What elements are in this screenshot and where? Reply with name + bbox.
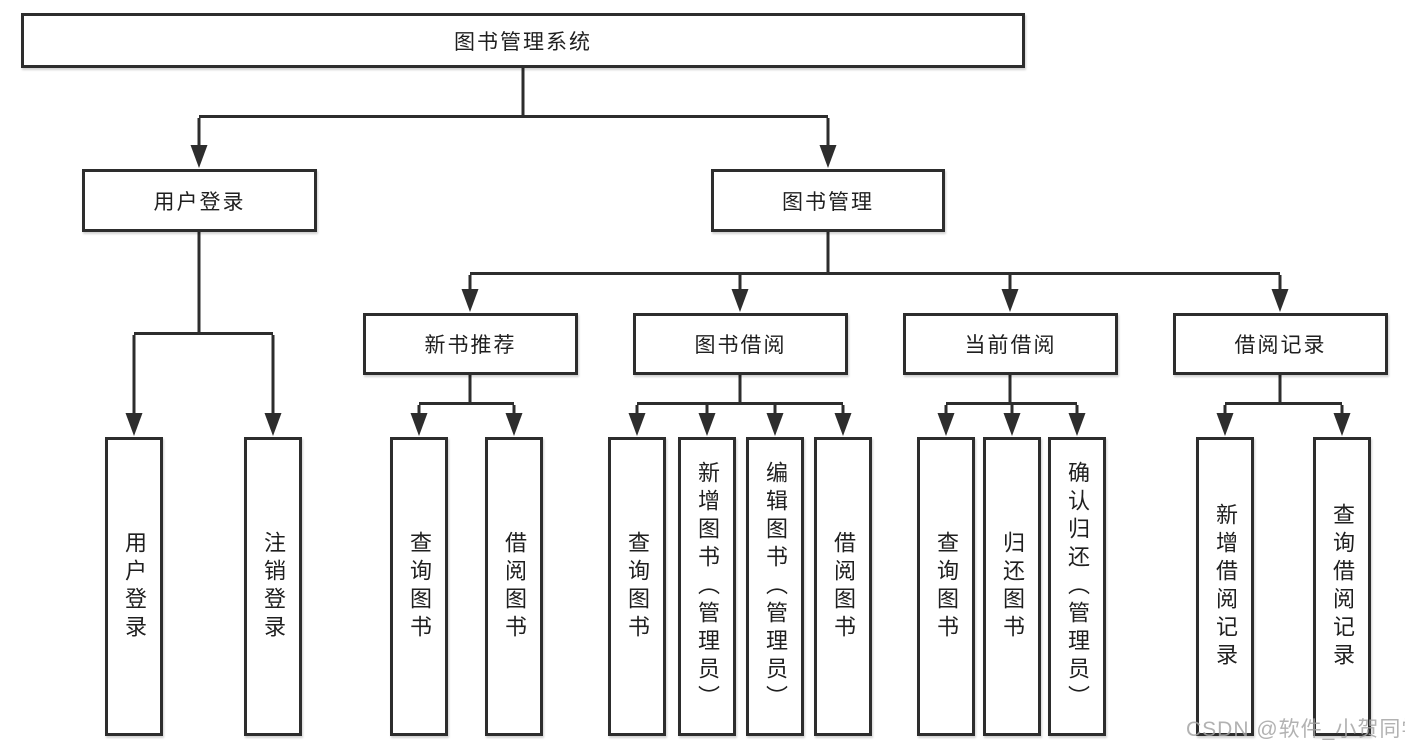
leaf-user-login-label: 用户登录 [122,530,147,643]
leaf-return-book-label: 归还图书 [1000,530,1025,643]
leaf-query-books-current: 查询图书 [917,437,975,736]
connector-lines [468,232,1282,295]
leaf-return-book: 归还图书 [983,437,1041,736]
leaf-edit-book-admin-label: 编辑图书（管理员） [763,460,788,713]
node-user-login: 用户登录 [82,169,317,232]
leaf-confirm-return-admin: 确认归还（管理员） [1048,437,1106,736]
leaf-borrow-books-borrow: 借阅图书 [814,437,872,736]
node-new-book-recommend: 新书推荐 [363,313,578,375]
leaf-confirm-return-admin-label: 确认归还（管理员） [1065,460,1090,713]
node-book-borrowing: 图书借阅 [633,313,848,375]
arrowhead-icon [125,413,143,436]
node-book-management: 图书管理 [711,169,945,232]
leaf-add-book-admin: 新增图书（管理员） [678,437,736,736]
leaf-add-borrow-record-label: 新增借阅记录 [1213,502,1238,671]
node-borrowing-records-label: 借阅记录 [1234,334,1327,357]
leaf-edit-book-admin: 编辑图书（管理员） [746,437,804,736]
arrowhead-icon [264,413,282,436]
node-current-borrowing-label: 当前借阅 [964,334,1057,357]
arrowhead-icon [1003,413,1021,436]
node-book-management-label: 图书管理 [782,190,874,214]
csdn-watermark: CSDN @软件_小贺同学 [1186,718,1405,741]
arrowhead-icon [937,413,955,436]
arrowhead-icon [834,413,852,436]
node-book-borrowing-label: 图书借阅 [694,334,787,357]
leaf-borrow-books-borrow-label: 借阅图书 [831,530,856,643]
leaf-user-login: 用户登录 [105,437,163,736]
leaf-query-books-borrow: 查询图书 [608,437,666,736]
connector-lines [197,68,830,151]
arrowhead-icon [505,413,523,436]
leaf-borrow-books-recommend: 借阅图书 [485,437,543,736]
connector-lines [132,232,275,419]
connector-fork [1216,375,1351,436]
connector-fork [461,232,1289,312]
connector-fork [628,375,852,436]
arrowhead-icon [819,145,837,168]
arrowhead-icon [1216,413,1234,436]
connector-lines [635,375,845,419]
arrowhead-icon [1068,413,1086,436]
leaf-borrow-books-recommend-label: 借阅图书 [502,530,527,643]
node-new-book-recommend-label: 新书推荐 [424,334,517,357]
leaf-query-books-borrow-label: 查询图书 [625,530,650,643]
node-borrowing-records: 借阅记录 [1173,313,1388,375]
leaf-logout: 注销登录 [244,437,302,736]
leaf-query-books-current-label: 查询图书 [934,530,959,643]
node-system-root-label: 图书管理系统 [454,30,592,54]
arrowhead-icon [731,289,749,312]
connector-fork [125,232,282,436]
leaf-logout-label: 注销登录 [261,530,286,643]
arrowhead-icon [1333,413,1351,436]
arrowhead-icon [461,289,479,312]
leaf-query-books-recommend-label: 查询图书 [407,530,432,643]
connector-fork [410,375,523,436]
arrowhead-icon [628,413,646,436]
node-user-login-label: 用户登录 [153,190,246,214]
node-current-borrowing: 当前借阅 [903,313,1118,375]
connector-lines [944,375,1079,419]
node-system-root: 图书管理系统 [21,13,1025,68]
connector-fork [937,375,1086,436]
arrowhead-icon [1271,289,1289,312]
arrowhead-icon [410,413,428,436]
arrowhead-icon [1001,289,1019,312]
leaf-query-books-recommend: 查询图书 [390,437,448,736]
leaf-query-borrow-record-label: 查询借阅记录 [1330,502,1355,671]
arrowhead-icon [698,413,716,436]
arrowhead-icon [766,413,784,436]
connector-lines [1223,375,1344,419]
connector-lines [417,375,516,419]
leaf-add-book-admin-label: 新增图书（管理员） [695,460,720,713]
arrowhead-icon [190,145,208,168]
leaf-query-borrow-record: 查询借阅记录 [1313,437,1371,736]
connector-fork [190,68,837,168]
leaf-add-borrow-record: 新增借阅记录 [1196,437,1254,736]
